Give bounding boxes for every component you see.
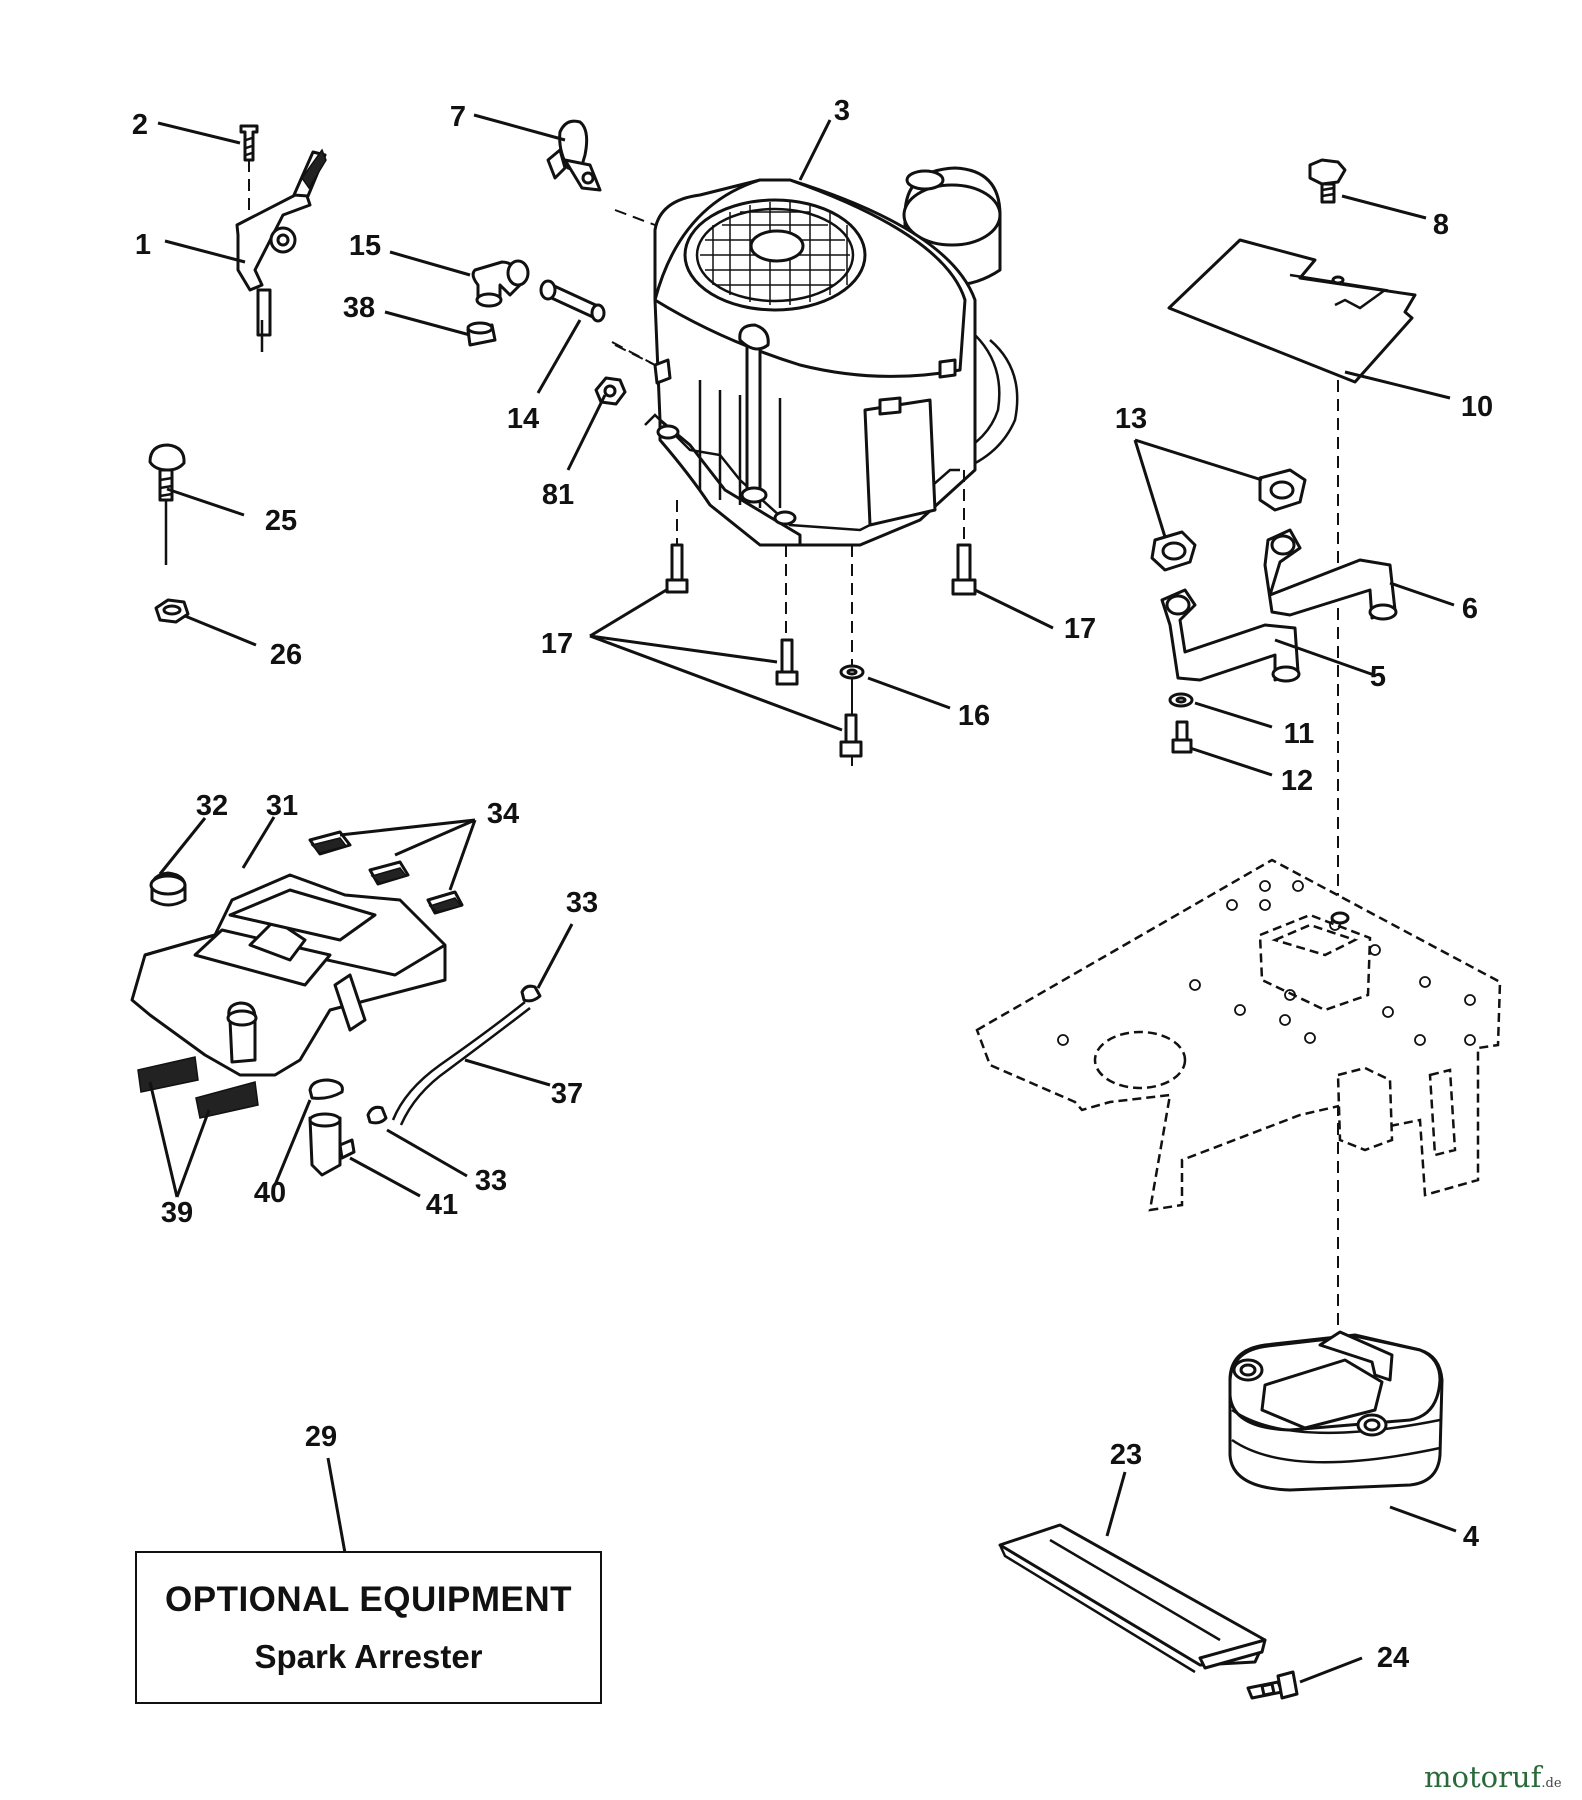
breather-fittings bbox=[466, 259, 656, 406]
callout-7: 7 bbox=[450, 101, 466, 133]
callout-39: 39 bbox=[161, 1197, 193, 1229]
watermark-brand: motoruf bbox=[1424, 1760, 1542, 1794]
callout-32: 32 bbox=[196, 790, 228, 822]
callout-17-left: 17 bbox=[541, 628, 573, 660]
callout-11: 11 bbox=[1284, 718, 1315, 750]
optional-equipment-box: OPTIONAL EQUIPMENT Spark Arrester bbox=[135, 1551, 602, 1704]
callout-15: 15 bbox=[349, 230, 381, 262]
callout-37: 37 bbox=[551, 1078, 583, 1110]
callout-31: 31 bbox=[266, 790, 298, 822]
spark-arrester-screen bbox=[998, 1523, 1299, 1700]
callout-2: 2 bbox=[132, 109, 148, 141]
callout-8: 8 bbox=[1433, 209, 1449, 241]
callout-10: 10 bbox=[1461, 391, 1493, 423]
optional-equipment-subtitle: Spark Arrester bbox=[254, 1637, 483, 1675]
watermark-suffix: .de bbox=[1541, 1776, 1562, 1791]
callout-1: 1 bbox=[135, 229, 151, 261]
callout-13: 13 bbox=[1115, 403, 1147, 435]
callout-17-right: 17 bbox=[1064, 613, 1096, 645]
callout-23: 23 bbox=[1110, 1439, 1142, 1471]
muffler bbox=[1228, 1330, 1444, 1492]
fuel-tank bbox=[130, 830, 542, 1177]
callout-4: 4 bbox=[1463, 1521, 1479, 1553]
cable-clamp bbox=[546, 119, 602, 192]
throttle-control bbox=[235, 124, 327, 352]
callout-5: 5 bbox=[1370, 661, 1386, 693]
engine bbox=[644, 166, 1019, 547]
leader-lines bbox=[148, 113, 1457, 1684]
callout-40: 40 bbox=[254, 1177, 286, 1209]
callout-26: 26 bbox=[270, 639, 302, 671]
callout-24: 24 bbox=[1377, 1642, 1409, 1674]
watermark: motoruf.de bbox=[1424, 1760, 1562, 1794]
optional-equipment-title: OPTIONAL EQUIPMENT bbox=[165, 1579, 572, 1619]
callout-labels: 1 2 3 7 8 10 15 38 14 81 13 6 5 25 26 17… bbox=[132, 95, 1493, 1674]
callout-41: 41 bbox=[426, 1189, 458, 1221]
callout-33-bottom: 33 bbox=[475, 1165, 507, 1197]
callout-6: 6 bbox=[1462, 593, 1478, 625]
callout-38: 38 bbox=[343, 292, 375, 324]
chassis-frame bbox=[975, 858, 1502, 1212]
callout-12: 12 bbox=[1281, 765, 1313, 797]
callout-14: 14 bbox=[507, 403, 539, 435]
callout-25: 25 bbox=[265, 505, 297, 537]
callout-81: 81 bbox=[542, 479, 574, 511]
heat-shield bbox=[1167, 158, 1417, 1330]
callout-34: 34 bbox=[487, 798, 519, 830]
callout-3: 3 bbox=[834, 95, 850, 127]
callout-33-top: 33 bbox=[566, 887, 598, 919]
callout-16: 16 bbox=[958, 700, 990, 732]
choke-knob bbox=[148, 443, 190, 624]
exhaust-pipes bbox=[1150, 468, 1398, 754]
mounting-bolts bbox=[665, 543, 977, 758]
callout-29: 29 bbox=[305, 1421, 337, 1453]
